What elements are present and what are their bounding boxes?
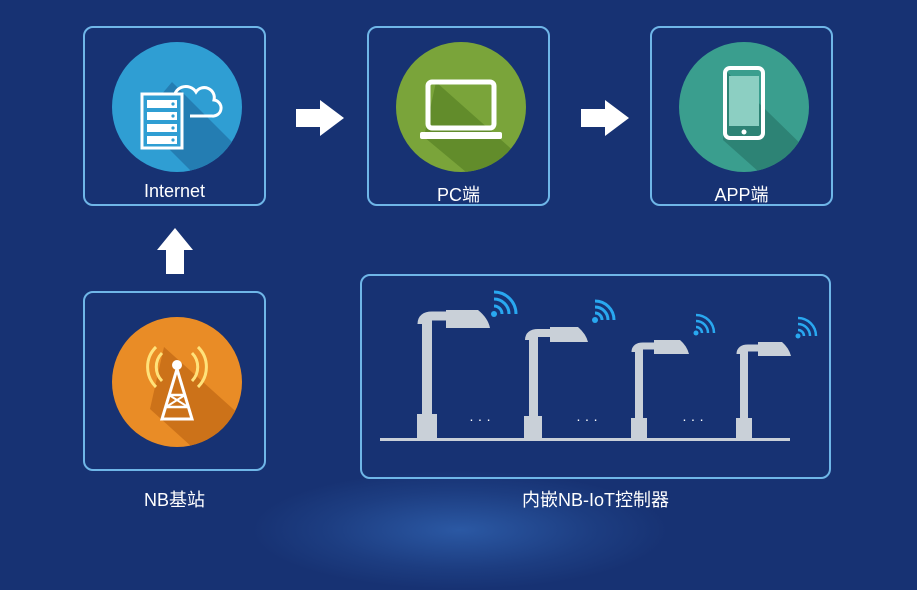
ground-line — [380, 438, 790, 441]
server-cloud-icon — [140, 82, 242, 172]
smartphone-icon — [723, 66, 809, 172]
controller-box: · · · · · · — [360, 274, 831, 479]
diagram-canvas: Internet PC端 APP端 — [83, 26, 833, 590]
arrow-right-icon — [296, 100, 344, 136]
internet-box: Internet — [83, 26, 266, 206]
nb-station-box — [83, 291, 266, 471]
pc-circle — [396, 42, 526, 172]
street-lamp-icon — [631, 340, 689, 438]
laptop-icon — [420, 79, 526, 172]
ellipsis-1: · · · — [469, 411, 491, 427]
internet-circle — [112, 42, 242, 172]
cell-tower-icon — [146, 345, 242, 447]
nb-station-label: NB基站 — [143, 490, 205, 510]
arrow-up-icon — [157, 228, 193, 274]
app-circle — [679, 42, 809, 172]
wifi-signal-icon — [491, 290, 518, 317]
ellipsis-3: · · · — [682, 411, 704, 427]
wifi-signal-icon — [592, 299, 616, 323]
pc-label: PC端 — [436, 185, 480, 205]
app-box: APP端 — [650, 26, 833, 206]
pc-box: PC端 — [367, 26, 550, 206]
wifi-signal-icon — [795, 316, 818, 339]
app-label: APP端 — [714, 185, 769, 205]
street-lamps-illustration: · · · · · · — [380, 290, 818, 441]
controller-label: 内嵌NB-IoT控制器 — [521, 490, 669, 510]
street-lamp-icon — [417, 310, 490, 438]
ellipsis-2: · · · — [576, 411, 598, 427]
wifi-signal-icon — [693, 313, 716, 336]
street-lamp-icon — [736, 342, 791, 438]
nb-station-circle — [112, 317, 242, 447]
street-lamp-icon — [524, 327, 588, 438]
internet-label: Internet — [143, 181, 206, 201]
arrow-right-icon — [581, 100, 629, 136]
